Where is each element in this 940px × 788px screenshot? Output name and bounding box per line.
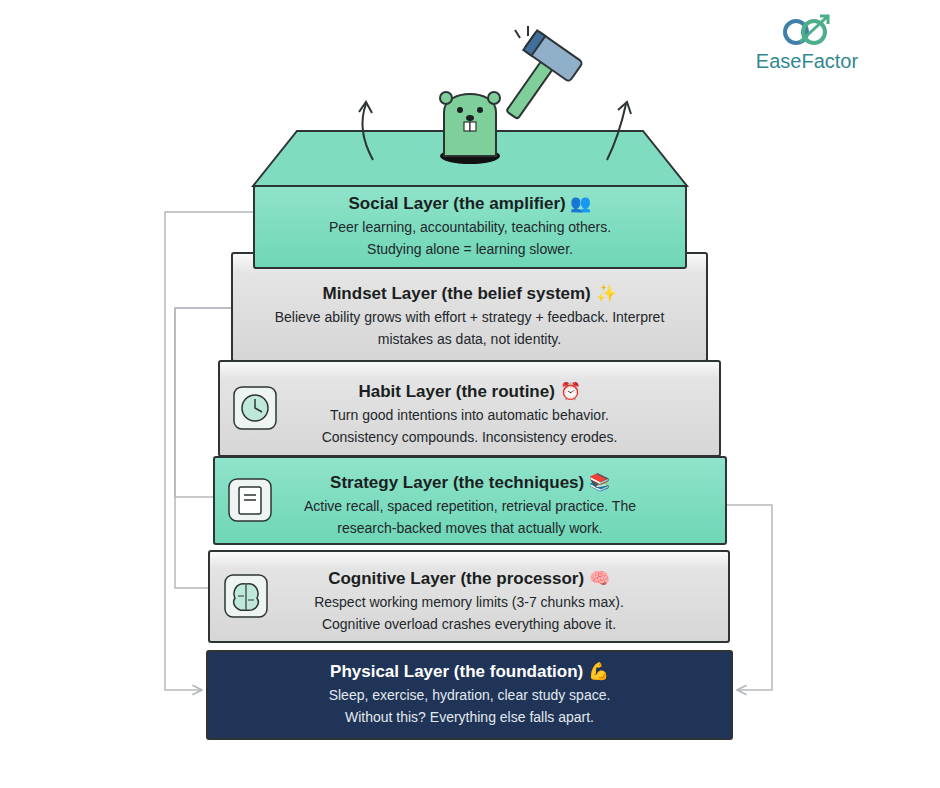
layer-description: Sleep, exercise, hydration, clear study … [305, 685, 635, 728]
layer-description: Active recall, spaced repetition, retrie… [290, 496, 650, 539]
layer-description: Believe ability grows with effort + stra… [270, 307, 670, 350]
layer-box: Strategy Layer (the techniques) 📚Active … [213, 456, 727, 545]
up-arrow-head [359, 102, 372, 113]
layer-title: Physical Layer (the foundation) 💪 [330, 661, 609, 683]
layer-description: Peer learning, accountability, teaching … [300, 217, 640, 260]
feedback-connector [175, 308, 231, 497]
feedback-connector [727, 505, 772, 690]
gopher-nose [466, 115, 474, 121]
layer-title: Social Layer (the amplifier) 👥 [348, 193, 591, 215]
layer-description: Respect working memory limits (3-7 chunk… [294, 592, 644, 635]
layer-box: Cognitive Layer (the processor) 🧠Respect… [208, 550, 730, 643]
layer-title: Cognitive Layer (the processor) 🧠 [328, 568, 610, 590]
layer-box: Physical Layer (the foundation) 💪Sleep, … [206, 650, 733, 740]
gopher-ear [488, 92, 500, 104]
up-arrow [363, 104, 373, 160]
up-arrow-head [618, 102, 631, 114]
layer-box: Social Layer (the amplifier) 👥Peer learn… [253, 185, 687, 269]
up-arrow [607, 104, 626, 160]
gopher-tooth [470, 122, 476, 131]
logo-icon [785, 16, 828, 43]
gopher-ear [440, 92, 452, 104]
gopher-eye [457, 107, 463, 113]
layer-box: Habit Layer (the routine) ⏰Turn good int… [218, 360, 721, 457]
layer-title: Strategy Layer (the techniques) 📚 [330, 472, 610, 494]
top-face [253, 131, 687, 186]
hammer [489, 30, 583, 131]
gopher-eye [477, 107, 483, 113]
layer-title: Mindset Layer (the belief system) ✨ [322, 283, 616, 305]
gopher [444, 94, 496, 156]
layer-title: Habit Layer (the routine) ⏰ [358, 381, 580, 403]
feedback-connector [175, 308, 231, 588]
impact-marks [515, 26, 528, 38]
layer-description: Turn good intentions into automatic beha… [300, 405, 640, 448]
gopher-tooth [464, 122, 470, 131]
logo-text: EaseFactor [742, 50, 872, 73]
hole [440, 148, 500, 164]
feedback-connector [165, 212, 253, 690]
